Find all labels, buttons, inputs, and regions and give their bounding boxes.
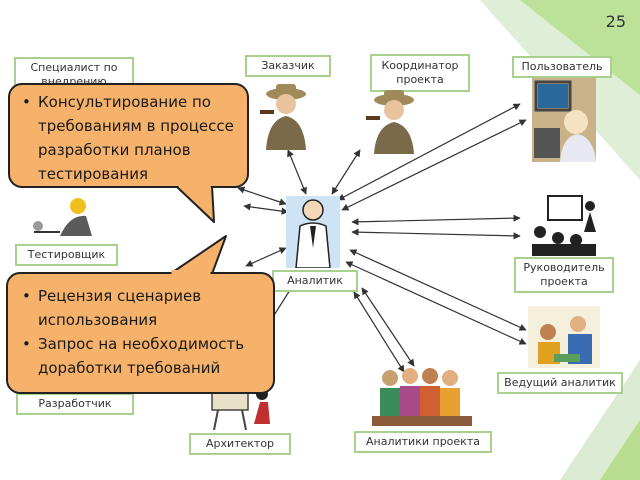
role-label-project-manager: Руководитель проекта [514,257,614,293]
arrow-customer [287,149,307,195]
project-analysts-illustration [372,368,472,426]
role-label-user: Пользователь [512,56,612,78]
callout-item: • Консультирование по требованиям в проце… [20,90,242,186]
bullet-icon: • [22,93,31,111]
analyst-illustration [286,196,340,268]
arrow-project-analysts-2 [361,287,415,367]
arrow-manager-1 [351,214,521,226]
role-label-customer: Заказчик [245,55,331,77]
customer-illustration [260,84,306,150]
arrow-developer [245,247,287,267]
role-label-analyst: Аналитик [272,270,358,292]
bullet-icon: • [22,287,31,305]
role-label-tester: Тестировщик [15,244,118,266]
arrow-tester [243,203,289,215]
callout-bottom-list: • Рецензия сценариев использования • Запрос… [20,284,270,380]
bullet-icon: • [22,335,31,353]
role-label-project-analysts: Аналитики проекта [354,431,492,453]
arrow-manager-2 [351,228,521,240]
callout-item: • Рецензия сценариев использования [20,284,270,332]
callout-item-text: Рецензия сценариев использования [38,287,202,329]
callout-top-list: • Консультирование по требованиям в проце… [20,90,242,186]
role-label-coordinator: Координатор проекта [370,54,470,92]
role-label-architect: Архитектор [189,433,291,455]
project-manager-illustration [532,195,596,256]
callout-item-text: Консультирование по требованиям в процес… [38,93,234,183]
arrow-lead-2 [345,261,527,345]
coordinator-illustration [366,90,414,154]
role-label-lead-analyst: Ведущий аналитик [497,372,623,394]
role-label-developer: Разработчик [16,393,134,415]
arrow-specialist [237,186,287,206]
callout-bottom [6,272,275,394]
tester-illustration [33,198,92,236]
callout-item: • Запрос на необходимость доработки требо… [20,332,270,380]
arrow-user-2 [341,119,527,211]
user-illustration [532,78,596,162]
lead-analyst-illustration [528,306,600,368]
callout-item-text: Запрос на необходимость доработки требов… [38,335,245,377]
callout-top [8,83,249,188]
page-number: 25 [605,12,626,31]
